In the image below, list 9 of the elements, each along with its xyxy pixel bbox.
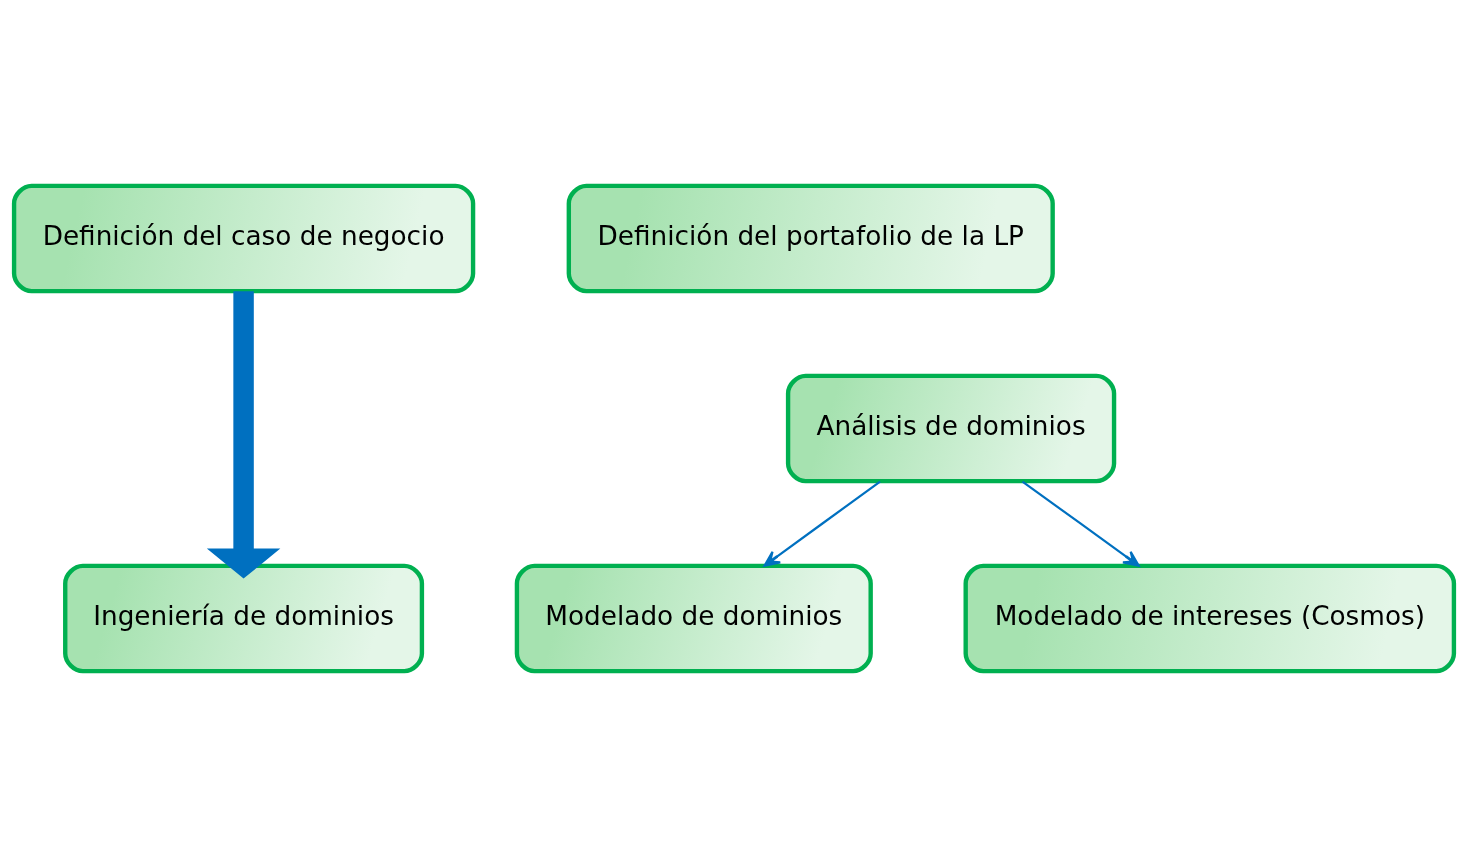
node-box: Definición del portafolio de la LP xyxy=(566,183,1055,293)
node-box: Modelado de intereses (Cosmos) xyxy=(963,563,1457,673)
node-box: Ingeniería de dominios xyxy=(63,563,425,673)
node-box: Análisis de dominios xyxy=(785,373,1117,483)
node-box: Definición del caso de negocio xyxy=(11,183,476,293)
node-box: Modelado de dominios xyxy=(514,563,873,673)
arrow xyxy=(1021,480,1140,567)
arrow xyxy=(206,290,281,579)
arrow xyxy=(763,480,881,567)
